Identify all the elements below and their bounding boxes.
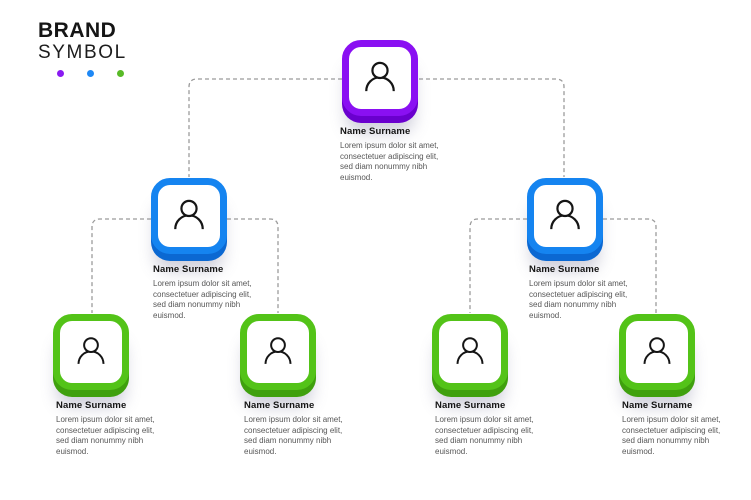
- org-node-leaf-2: [240, 314, 316, 398]
- person-icon: [456, 337, 484, 364]
- org-node-root: [342, 40, 418, 124]
- node-description: Lorem ipsum dolor sit amet, consectetuer…: [435, 415, 534, 456]
- node-label-branch-left: Name Surname Lorem ipsum dolor sit amet,…: [153, 264, 252, 322]
- person-icon: [264, 337, 292, 364]
- org-node-leaf-3: [432, 314, 508, 398]
- person-icon: [77, 337, 105, 364]
- org-node-leaf-1: [53, 314, 129, 398]
- node-label-root: Name Surname Lorem ipsum dolor sit amet,…: [340, 126, 439, 184]
- node-card: [432, 314, 508, 390]
- node-description: Lorem ipsum dolor sit amet, consectetuer…: [56, 415, 155, 456]
- person-icon: [174, 199, 204, 230]
- node-description: Lorem ipsum dolor sit amet, consectetuer…: [153, 279, 252, 320]
- org-node-branch-right: [527, 178, 603, 262]
- node-name: Name Surname: [153, 264, 224, 275]
- node-name: Name Surname: [529, 264, 600, 275]
- org-node-branch-left: [151, 178, 227, 262]
- node-card: [527, 178, 603, 254]
- node-card: [53, 314, 129, 390]
- node-name: Name Surname: [435, 400, 506, 411]
- blue-dot-icon: [87, 69, 94, 77]
- person-icon: [365, 61, 395, 92]
- node-name: Name Surname: [340, 126, 411, 137]
- node-name: Name Surname: [622, 400, 693, 411]
- node-label-branch-right: Name Surname Lorem ipsum dolor sit amet,…: [529, 264, 628, 322]
- node-name: Name Surname: [56, 400, 127, 411]
- node-description: Lorem ipsum dolor sit amet, consectetuer…: [244, 415, 343, 456]
- node-label-leaf-1: Name Surname Lorem ipsum dolor sit amet,…: [56, 400, 155, 458]
- node-card: [151, 178, 227, 254]
- node-label-leaf-2: Name Surname Lorem ipsum dolor sit amet,…: [244, 400, 343, 458]
- green-dot-icon: [117, 69, 124, 77]
- node-card: [619, 314, 695, 390]
- node-description: Lorem ipsum dolor sit amet, consectetuer…: [529, 279, 628, 320]
- person-icon: [550, 199, 580, 230]
- node-label-leaf-3: Name Surname Lorem ipsum dolor sit amet,…: [435, 400, 534, 458]
- brand-logo-line1: BRAND: [38, 19, 117, 42]
- node-name: Name Surname: [244, 400, 315, 411]
- org-node-leaf-4: [619, 314, 695, 398]
- purple-dot-icon: [57, 69, 64, 77]
- node-card: [342, 40, 418, 116]
- node-card: [240, 314, 316, 390]
- brand-logo-dots: [38, 69, 158, 77]
- brand-logo-line2: SYMBOL: [38, 42, 127, 64]
- brand-logo: BRAND SYMBOL: [38, 19, 158, 77]
- person-icon: [643, 337, 671, 364]
- node-description: Lorem ipsum dolor sit amet, consectetuer…: [340, 141, 439, 182]
- node-label-leaf-4: Name Surname Lorem ipsum dolor sit amet,…: [622, 400, 721, 458]
- node-description: Lorem ipsum dolor sit amet, consectetuer…: [622, 415, 721, 456]
